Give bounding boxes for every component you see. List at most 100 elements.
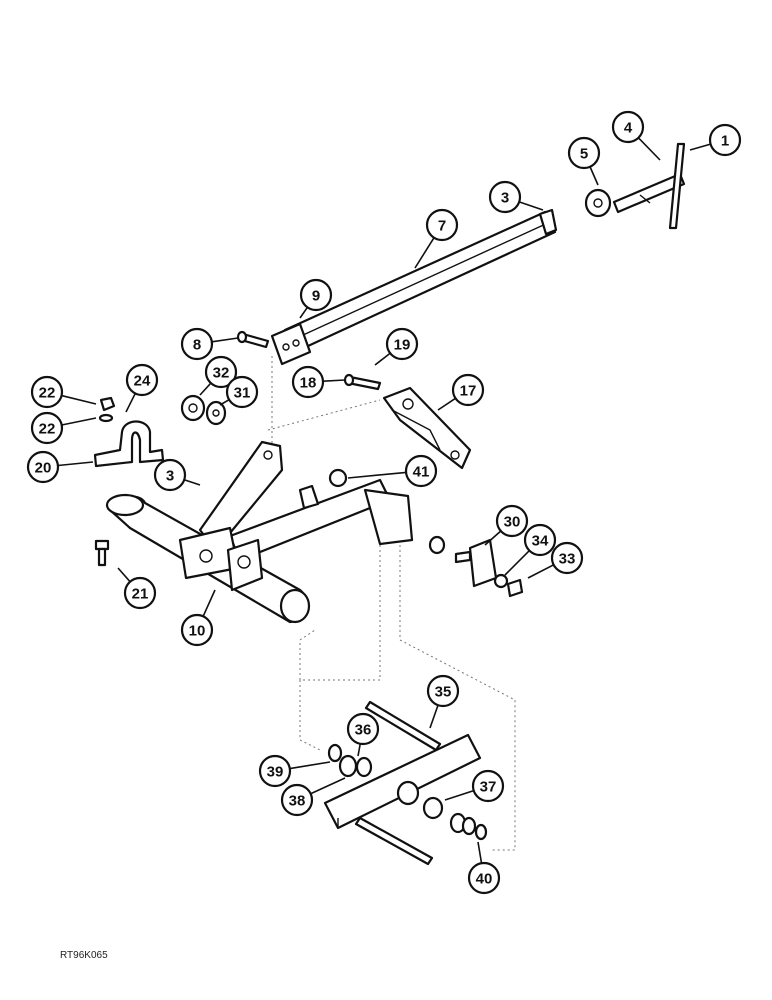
callout-1: 1 xyxy=(708,123,742,157)
bearing-part xyxy=(338,754,358,778)
callout-leaders xyxy=(57,137,711,864)
callout-leader xyxy=(61,417,97,426)
callout-leader xyxy=(211,337,239,343)
callout-3: 3 xyxy=(488,180,522,214)
callout-label: 18 xyxy=(300,375,317,392)
washer-part xyxy=(584,188,612,218)
u-clamp-part xyxy=(93,420,165,468)
callout-leader xyxy=(689,143,711,151)
callout-label: 38 xyxy=(289,793,306,810)
callout-label: 1 xyxy=(721,133,729,150)
callout-leader xyxy=(477,841,483,864)
washer-part xyxy=(493,573,509,589)
callout-label: 3 xyxy=(501,190,509,207)
callout-label: 5 xyxy=(580,146,588,163)
callout-leader xyxy=(444,789,474,801)
callout-label: 31 xyxy=(234,385,251,402)
callout-label: 7 xyxy=(438,218,446,235)
callout-label: 37 xyxy=(480,779,497,796)
bearing-part xyxy=(461,816,477,836)
callout-22: 22 xyxy=(30,411,64,445)
callout-18: 18 xyxy=(291,365,325,399)
callout-label: 41 xyxy=(413,464,430,481)
pin-part xyxy=(236,330,270,349)
callout-10: 10 xyxy=(180,613,214,647)
bearing-part xyxy=(422,796,444,820)
callout-label: 22 xyxy=(39,385,56,402)
callout-label: 17 xyxy=(460,383,477,400)
callout-leader xyxy=(374,352,391,366)
callout-35: 35 xyxy=(426,674,460,708)
bushing-part xyxy=(428,535,446,555)
callout-20: 20 xyxy=(26,450,60,484)
callout-24: 24 xyxy=(125,363,159,397)
callout-leader xyxy=(219,398,230,406)
callout-leader xyxy=(518,201,544,211)
callout-37: 37 xyxy=(471,769,505,803)
callout-leader xyxy=(484,530,502,546)
callout-32: 32 xyxy=(204,355,238,389)
callout-38: 38 xyxy=(280,783,314,817)
callout-41: 41 xyxy=(404,454,438,488)
beam-part xyxy=(323,700,482,866)
bearing-part xyxy=(474,823,488,841)
callout-5: 5 xyxy=(567,136,601,170)
callout-leader xyxy=(57,461,94,467)
callout-label: 24 xyxy=(134,373,151,390)
pin-part xyxy=(343,373,382,391)
callout-label: 32 xyxy=(213,365,230,382)
callout-34: 34 xyxy=(523,523,557,557)
callout-label: 4 xyxy=(624,120,633,137)
tube-part xyxy=(270,208,558,366)
callout-8: 8 xyxy=(180,327,214,361)
callout-leader xyxy=(183,478,201,486)
callout-label: 10 xyxy=(189,623,206,640)
callout-leader xyxy=(125,393,137,413)
callout-7: 7 xyxy=(425,208,459,242)
callout-leader xyxy=(637,137,661,161)
callout-17: 17 xyxy=(451,373,485,407)
callout-22: 22 xyxy=(30,375,64,409)
callout-label: 22 xyxy=(39,421,56,438)
callout-leader xyxy=(299,306,309,319)
callout-leader xyxy=(589,166,599,186)
callout-36: 36 xyxy=(346,712,380,746)
bushing-part xyxy=(328,468,348,488)
callout-label: 35 xyxy=(435,684,452,701)
callout-31: 31 xyxy=(225,375,259,409)
callout-40: 40 xyxy=(467,861,501,895)
callout-39: 39 xyxy=(258,754,292,788)
callout-3: 3 xyxy=(153,458,187,492)
callout-label: 3 xyxy=(166,468,174,485)
callout-label: 20 xyxy=(35,460,52,477)
main-frame-part xyxy=(105,440,414,624)
callout-30: 30 xyxy=(495,504,529,538)
callout-leader xyxy=(199,382,212,396)
callout-leader xyxy=(504,550,530,576)
callout-33: 33 xyxy=(550,541,584,575)
callout-leader xyxy=(117,567,131,583)
callout-label: 9 xyxy=(312,288,320,305)
figure-reference: RT96K065 xyxy=(60,950,108,961)
t-handle-part xyxy=(612,142,686,230)
bushing-part xyxy=(205,400,227,426)
bushing-part xyxy=(180,394,206,422)
block-part xyxy=(454,538,498,588)
callout-label: 33 xyxy=(559,551,576,568)
callout-leader xyxy=(202,589,216,617)
callout-leader xyxy=(310,777,346,795)
callout-19: 19 xyxy=(385,327,419,361)
clevis-part xyxy=(382,386,472,470)
callout-leader xyxy=(289,761,331,770)
bolt-part xyxy=(94,539,110,567)
callout-leader xyxy=(357,743,362,757)
callout-21: 21 xyxy=(123,576,157,610)
callout-label: 21 xyxy=(132,586,149,603)
callout-9: 9 xyxy=(299,278,333,312)
callout-label: 30 xyxy=(504,514,521,531)
callout-leader xyxy=(347,471,407,479)
callout-leader xyxy=(527,564,555,579)
callout-label: 8 xyxy=(193,337,201,354)
